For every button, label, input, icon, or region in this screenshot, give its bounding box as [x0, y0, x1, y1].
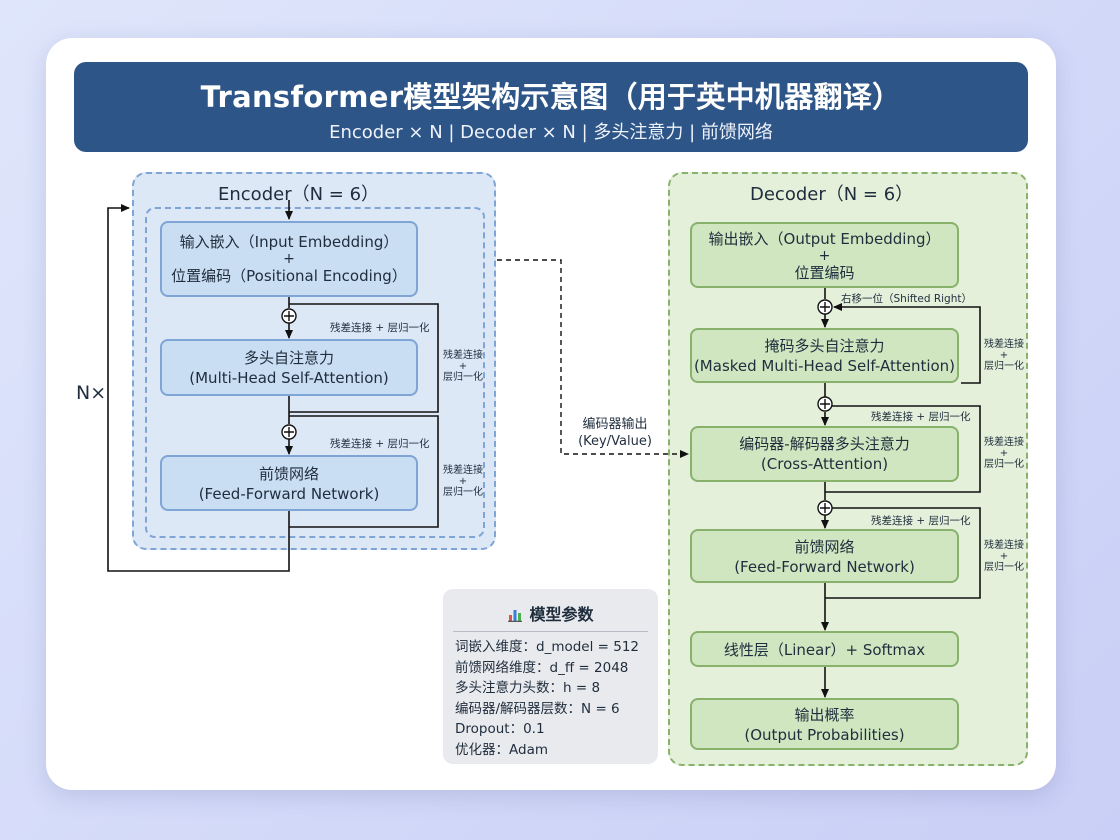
shifted-right-label: 右移一位（Shifted Right）: [841, 293, 972, 305]
decoder-side-label-2: 残差连接 + 层归一化: [984, 437, 1024, 470]
encoder-self-attention-line1: 多头自注意力: [243, 349, 334, 367]
decoder-add-node-2: [817, 396, 833, 412]
encoder-residual-2: [289, 415, 439, 528]
encoder-embedding-line1: 输入嵌入（Input Embedding）: [179, 233, 399, 251]
diagram-title: Transformer模型架构示意图（用于英中机器翻译）: [200, 80, 902, 114]
encoder-add-node-1: [281, 308, 297, 324]
decoder-output-line2: (Output Probabilities): [744, 726, 905, 744]
param-dropout: Dropout：0.1: [455, 721, 545, 737]
bar-chart-icon: [507, 606, 524, 622]
decoder-title: Decoder（N = 6）: [750, 184, 914, 205]
nx-repeat-label: N×: [76, 382, 107, 404]
encoder-title: Encoder（N = 6）: [218, 184, 380, 205]
decoder-embedding-box: 输出嵌入（Output Embedding） + 位置编码: [690, 222, 959, 288]
decoder-residual-3: [825, 507, 981, 599]
decoder-residual-label-1: 残差连接 + 层归一化: [871, 411, 971, 423]
decoder-linear-box: 线性层（Linear）+ Softmax: [690, 631, 959, 667]
param-heads: 多头注意力头数：h = 8: [455, 680, 601, 696]
diagram-subtitle: Encoder × N | Decoder × N | 多头注意力 | 前馈网络: [329, 122, 773, 143]
encoder-embedding-box: 输入嵌入（Input Embedding） + 位置编码（Positional …: [160, 221, 418, 297]
decoder-embedding-plus: +: [818, 248, 831, 264]
encoder-output-label: 编码器输出 (Key/Value): [578, 417, 652, 449]
decoder-output-line1: 输出概率: [794, 706, 855, 724]
encoder-residual-label-1: 残差连接 + 层归一化: [330, 322, 430, 334]
param-d-ff: 前馈网络维度：d_ff = 2048: [455, 659, 629, 676]
decoder-ffn-line1: 前馈网络: [794, 538, 855, 556]
decoder-output-box: 输出概率 (Output Probabilities): [690, 698, 959, 750]
decoder-cross-attention-box: 编码器-解码器多头注意力 (Cross-Attention): [690, 426, 959, 482]
encoder-residual-1: [289, 303, 439, 413]
params-list: 词嵌入维度：d_model = 512 前馈网络维度：d_ff = 2048 多…: [455, 637, 639, 760]
decoder-residual-label-2: 残差连接 + 层归一化: [871, 515, 971, 527]
encoder-residual-label-2: 残差连接 + 层归一化: [330, 438, 430, 450]
encoder-embedding-plus: +: [283, 251, 295, 267]
encoder-ffn-line1: 前馈网络: [258, 465, 319, 483]
params-title-row: 模型参数: [443, 601, 658, 625]
encoder-layer-frame: [145, 207, 485, 538]
params-title: 模型参数: [529, 605, 594, 624]
decoder-cross-attention-line2: (Cross-Attention): [760, 455, 889, 473]
decoder-masked-attention-box: 掩码多头自注意力 (Masked Multi-Head Self-Attenti…: [690, 328, 959, 383]
decoder-side-label-1: 残差连接 + 层归一化: [984, 339, 1024, 372]
encoder-ffn-line2: (Feed-Forward Network): [198, 485, 380, 503]
decoder-cross-attention-line1: 编码器-解码器多头注意力: [739, 435, 910, 453]
param-d-model: 词嵌入维度：d_model = 512: [455, 639, 640, 655]
decoder-add-node-1: [817, 299, 833, 315]
encoder-self-attention-line2: (Multi-Head Self-Attention): [189, 369, 389, 387]
params-divider: [453, 631, 648, 632]
decoder-embedding-line2: 位置编码: [794, 264, 855, 282]
decoder-side-label-3: 残差连接 + 层归一化: [984, 540, 1024, 573]
param-layers: 编码器/解码器层数：N = 6: [455, 700, 620, 717]
decoder-ffn-box: 前馈网络 (Feed-Forward Network): [690, 529, 959, 583]
encoder-side-label-2: 残差连接 + 层归一化: [443, 465, 483, 498]
decoder-masked-attention-line2: (Masked Multi-Head Self-Attention): [693, 357, 956, 375]
decoder-ffn-line2: (Feed-Forward Network): [734, 558, 915, 576]
decoder-embedding-line1: 输出嵌入（Output Embedding）: [708, 230, 941, 248]
decoder-residual-2: [825, 405, 981, 493]
param-optimizer: 优化器：Adam: [455, 741, 548, 758]
decoder-add-node-3: [817, 500, 833, 516]
model-params-panel: 模型参数 词嵌入维度：d_model = 512 前馈网络维度：d_ff = 2…: [443, 589, 658, 764]
encoder-add-node-2: [281, 424, 297, 440]
encoder-nx-loop: [107, 204, 290, 572]
encoder-embedding-line2: 位置编码（Positional Encoding）: [171, 267, 407, 285]
decoder-residual-1: [833, 303, 981, 384]
encoder-ffn-box: 前馈网络 (Feed-Forward Network): [160, 455, 418, 511]
header-banner: Transformer模型架构示意图（用于英中机器翻译） Encoder × N…: [74, 62, 1028, 152]
decoder-masked-attention-line1: 掩码多头自注意力: [764, 337, 885, 355]
encoder-side-label-1: 残差连接 + 层归一化: [443, 350, 483, 383]
encoder-output-connector: [497, 259, 689, 458]
encoder-self-attention-box: 多头自注意力 (Multi-Head Self-Attention): [160, 339, 418, 396]
decoder-linear-label: 线性层（Linear）+ Softmax: [723, 641, 926, 659]
